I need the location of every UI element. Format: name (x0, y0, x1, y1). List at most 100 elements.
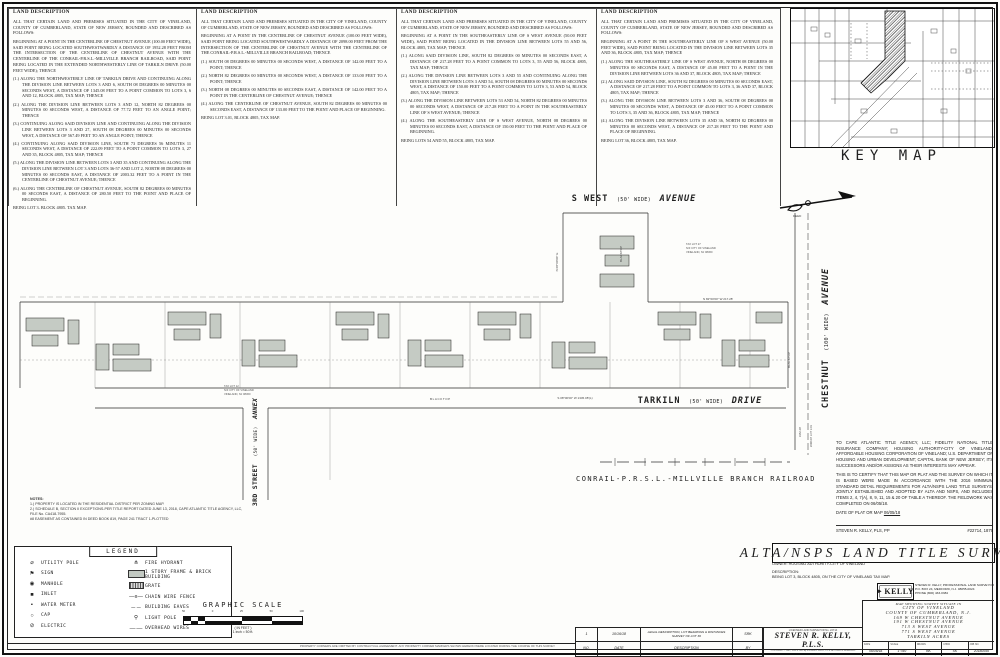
certification-to: TO CAPE ATLANTIC TITLE AGENCY, LLC; FIDE… (836, 440, 993, 468)
columns-top-rule (8, 8, 780, 9)
course-item: (3.) ALONG THE DIVISION LINE BETWEEN LOT… (401, 98, 587, 115)
sheet-title: ALTA/NSPS LAND TITLE SURVEY (740, 543, 1000, 563)
land-description-heading: LAND DESCRIPTION (401, 9, 458, 15)
electric-icon: ⊘ (29, 623, 35, 630)
land-description-4: LAND DESCRIPTION ALL THAT CERTAIN LAND A… (601, 9, 773, 209)
svg-text:TAX LOT 27: TAX LOT 27 (686, 242, 701, 246)
description-line: DESCRIPTION: BEING LOT 3, BLOCK 4805, ON… (772, 570, 993, 581)
dimension-label: 1952.28' (798, 426, 802, 437)
revision-description: LEGAL DESCRIPTION, LOT BEARINGS & DISTAN… (641, 628, 733, 642)
key-map-label: KEY MAP (840, 148, 942, 164)
situate-line: 169 W CHESTNUT AVENUE (893, 614, 964, 620)
situate-line: 771 S WEST AVENUE (901, 628, 956, 634)
notes-block: NOTES: 1.) PROPERTY IS LOCATED IN THE RE… (30, 497, 245, 522)
street-label-tarkiln: TARKILN (50' WIDE) DRIVE (638, 390, 763, 407)
course-item: (2.) NORTH 82 DEGREES 00 MINUTES 00 SECO… (201, 73, 387, 84)
utility-pole-icon: ⌀ (30, 560, 34, 567)
taxlot-note: TAX LOT 12 N/F CITY OF VINELAND VINELAND… (224, 384, 254, 396)
copyright-line: COPYRIGHT © 1982, 1993 & 1995 by STEVEN … (770, 649, 856, 652)
dimension-label: N 08°00'00" E (555, 253, 559, 272)
key-map-drawing (791, 9, 994, 148)
course-item: (1.) SOUTH 08 DEGREES 00 MINUTES 00 SECO… (201, 59, 387, 70)
legend-left-column: ⌀UTILITY POLE ⚑SIGN ◉MANHOLE ■INLET ▪WAT… (23, 558, 121, 634)
revision-header-date: DATE (598, 642, 641, 656)
blacktop-label: BLACKTOP (430, 397, 451, 401)
license-line: LICENSED LAND SURVEYOR No. 22714 (788, 629, 838, 632)
description-value: BEING LOT 3, BLOCK 4805, ON THE CITY OF … (772, 575, 891, 580)
land-description-beginning: BEGINNING AT A POINT IN THE CENTERLINE O… (201, 33, 387, 56)
fire-hydrant-icon: ⋔ (133, 560, 139, 567)
land-description-being: BEING LOT 36, BLOCK 4805, TAX MAP. (601, 137, 677, 143)
street-label-chestnut: CHESTNUT (100' WIDE) AVENUE (815, 268, 832, 408)
column-divider (8, 8, 9, 206)
blacktop-label: BLACKTOP (787, 352, 791, 368)
course-item: (2.) ALONG THE DIVISION LINE BETWEEN LOT… (401, 73, 587, 96)
firm-line: P.O. BOX 24, MEDFORD, N.J. 08055-0024 (915, 587, 975, 592)
sign-icon: ⚑ (29, 570, 35, 577)
certification-date: DATE OF PLAT OR MAP 06/05/18 (836, 510, 993, 516)
building-clusters (25, 235, 783, 372)
svg-text:VINELAND, NJ 08360: VINELAND, NJ 08360 (224, 392, 251, 396)
cert-license: #22714, 1879 (967, 527, 993, 533)
chain-wire-fence-icon: —x— (129, 594, 143, 601)
street-label-3rd-annex: 3RD STREET (50' WIDE) ANNEX (244, 397, 261, 506)
cert-date-label: DATE OF PLAT OR MAP (836, 510, 883, 516)
course-item: (3.) CONTINUING ALONG SAID DIVISION LINE… (13, 121, 191, 138)
course-item: (4.) ALONG THE CENTERLINE OF CHESTNUT AV… (201, 100, 387, 112)
corners-note: PROPERTY CORNERS ARE OMITTED BY CONTRACT… (300, 644, 556, 648)
course-item: (4.) CONTINUING ALONG SAID DIVISION LINE… (13, 140, 191, 158)
owner-line: OWNER: HOUSING AUTHORITY-CITY OF VINELAN… (772, 562, 866, 566)
column-divider (596, 8, 597, 206)
land-description-intro: ALL THAT CERTAIN LAND AND PREMISES SITUA… (13, 18, 191, 36)
situate-line: COUNTY OF CUMBERLAND, N.J. (885, 609, 972, 615)
surveyor-name: STEVEN R. KELLY, P.L.S. (774, 631, 852, 649)
interior-lines (20, 296, 786, 480)
revision-no: 1 (576, 628, 598, 642)
situate-line: 191 W CHESTNUT AVENUE (893, 619, 964, 625)
graphic-scale-title: GRAPHIC SCALE (202, 601, 284, 609)
course-item: (4.) ALONG THE SOUTHEASTERLY LINE OF S W… (401, 117, 587, 135)
land-description-heading: LAND DESCRIPTION (13, 9, 70, 15)
course-list: (1.) SOUTH 08 DEGREES 00 MINUTES 00 SECO… (201, 59, 387, 112)
cap-icon: ○ (30, 612, 34, 619)
certification-block: TO CAPE ATLANTIC TITLE AGENCY, LLC; FIDE… (836, 440, 993, 533)
course-list: (1.) ALONG SAID DIVISION LINE, SOUTH 82 … (401, 53, 587, 135)
dimension-label: S 08°00'00" W 1345.08'(L) (557, 396, 592, 400)
land-description-heading: LAND DESCRIPTION (201, 9, 258, 15)
course-list: (1.) ALONG THE SOUTHEASTERLY LINE OF S W… (601, 59, 773, 135)
land-description-intro: ALL THAT CERTAIN LAND AND PREMISES SITUA… (401, 18, 587, 30)
course-item: (1.) ALONG THE SOUTHEASTERLY LINE OF S W… (601, 59, 773, 76)
land-description-being: BEING LOTS 54 AND 55, BLOCK 4805, TAX MA… (401, 137, 495, 143)
land-description-beginning: BEGINNING AT A POINT IN THE CENTERLINE O… (13, 39, 191, 73)
cert-signer: STEVEN R. KELLY, PLS, PP (836, 527, 890, 533)
parcel-boundary (19, 212, 809, 500)
building-swatch-icon (127, 570, 145, 580)
railroad-line (600, 458, 790, 466)
taxlot-note: TAX LOT 27 N/F CITY OF VINELAND VINELAND… (686, 242, 716, 254)
land-description-1: LAND DESCRIPTION ALL THAT CERTAIN LAND A… (13, 9, 191, 209)
blacktop-label: BLACKTOP (619, 246, 623, 262)
note-item: 2.) SCHEDULE B, SECTION II EXCEPTIONS-PE… (30, 507, 243, 517)
column-divider (196, 8, 197, 206)
cert-date-value: 06/05/18 (883, 510, 901, 516)
land-description-2: LAND DESCRIPTION ALL THAT CERTAIN LAND A… (201, 9, 387, 209)
logo-arrow-icon: ► (876, 588, 884, 595)
key-map-subject-parcel (860, 10, 906, 94)
revision-date: 10/16/18 (598, 628, 641, 642)
course-list: (1.) ALONG THE NORTHWESTERLY LINE OF TAR… (13, 76, 191, 203)
situate-line: CITY OF VINELAND (902, 605, 955, 610)
notes-list: 1.) PROPERTY IS LOCATED IN THE RESIDENTI… (30, 502, 245, 522)
land-description-being: BEING LOT 3, BLOCK 4805, TAX MAP. (13, 205, 87, 209)
scale-in-feet: ( IN FEET ) (234, 626, 252, 630)
surveyor-signature-block: LICENSED LAND SURVEYOR No. 22714 STEVEN … (762, 627, 863, 656)
water-meter-icon: ▪ (31, 602, 33, 609)
course-item: (3.) NORTH 08 DEGREES 00 MINUTES 00 SECO… (201, 86, 387, 98)
land-description-heading: LAND DESCRIPTION (601, 9, 658, 15)
svg-text:DEED: DEED (793, 214, 802, 218)
